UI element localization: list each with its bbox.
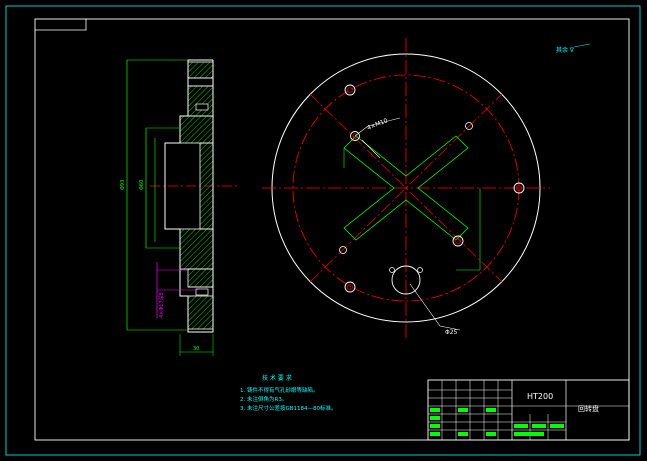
tech-requirement-item: 3. 未注尺寸公差按GB1184—80标准。 bbox=[240, 404, 337, 412]
drawing-frame bbox=[34, 18, 630, 441]
tech-requirement-item: 1. 铸件不得有气孔砂眼等缺陷。 bbox=[240, 386, 319, 394]
tech-requirements-title: 技 术 要 求 bbox=[262, 374, 292, 382]
side-section-view: Φ93 Φ60 30 4×Φ17深5 bbox=[120, 59, 238, 356]
side-dim-overall: Φ93 bbox=[120, 180, 126, 190]
frame-tab bbox=[35, 19, 87, 31]
tech-requirement-item: 2. 未注倒角为R3。 bbox=[240, 395, 287, 403]
part-name-label: 回转盘 bbox=[578, 404, 599, 413]
title-block: HT200 回转盘 bbox=[427, 379, 630, 441]
material-label: HT200 bbox=[527, 392, 553, 401]
side-dim-width: 30 bbox=[193, 346, 199, 352]
tech-requirements: 技 术 要 求 1. 铸件不得有气孔砂眼等缺陷。 2. 未注倒角为R3。 3. … bbox=[240, 374, 337, 412]
side-dim-bore: Φ60 bbox=[139, 180, 145, 190]
outer-border bbox=[5, 5, 641, 456]
roughness-symbol: 其余 ∇ bbox=[556, 46, 575, 54]
small-hole-label: Φ25 bbox=[445, 329, 458, 336]
front-view: 4×M10 Φ25 其余 ∇ bbox=[262, 38, 591, 338]
bolt-hole-label: 4×M10 bbox=[366, 117, 389, 132]
side-dim-counterbore: 4×Φ17深5 bbox=[158, 292, 165, 318]
